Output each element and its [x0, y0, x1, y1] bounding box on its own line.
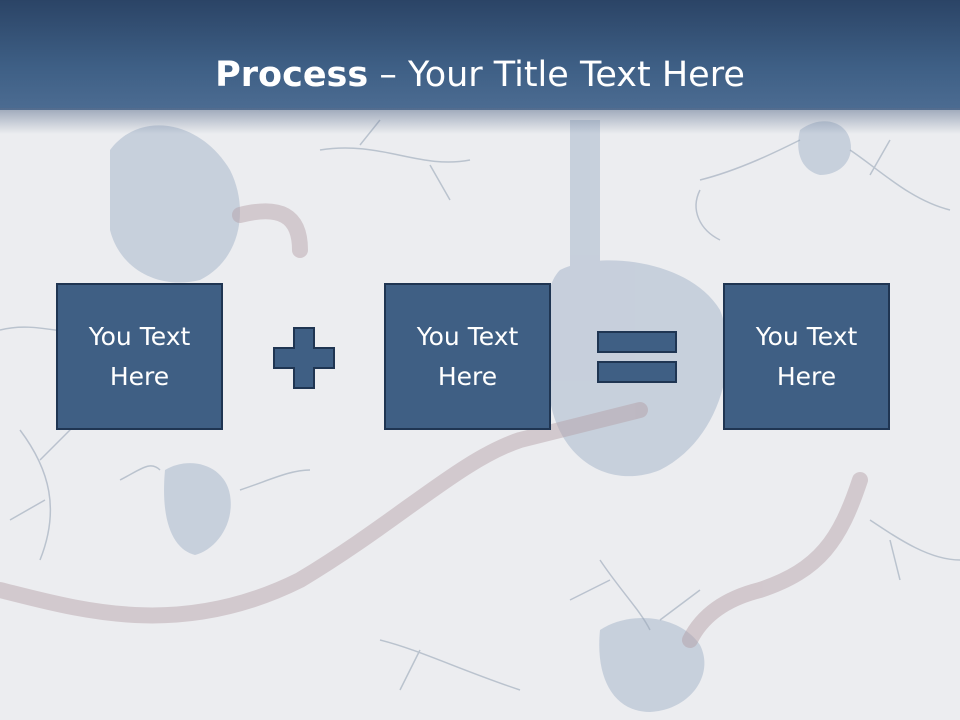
process-box-1-text: You Text Here	[88, 321, 191, 391]
title-bold: Process	[215, 55, 369, 95]
process-box-2[interactable]: You Text Here	[384, 283, 551, 430]
process-box-3-text: You Text Here	[755, 321, 858, 391]
process-box-3[interactable]: You Text Here	[723, 283, 890, 430]
plus-icon	[273, 327, 335, 389]
slide-title: Process – Your Title Text Here	[0, 54, 960, 96]
process-box-2-text: You Text Here	[416, 321, 519, 391]
title-bar	[0, 0, 960, 110]
process-box-1[interactable]: You Text Here	[56, 283, 223, 430]
title-bar-shadow	[0, 108, 960, 134]
title-rest: – Your Title Text Here	[368, 55, 745, 95]
equals-icon	[597, 331, 677, 383]
